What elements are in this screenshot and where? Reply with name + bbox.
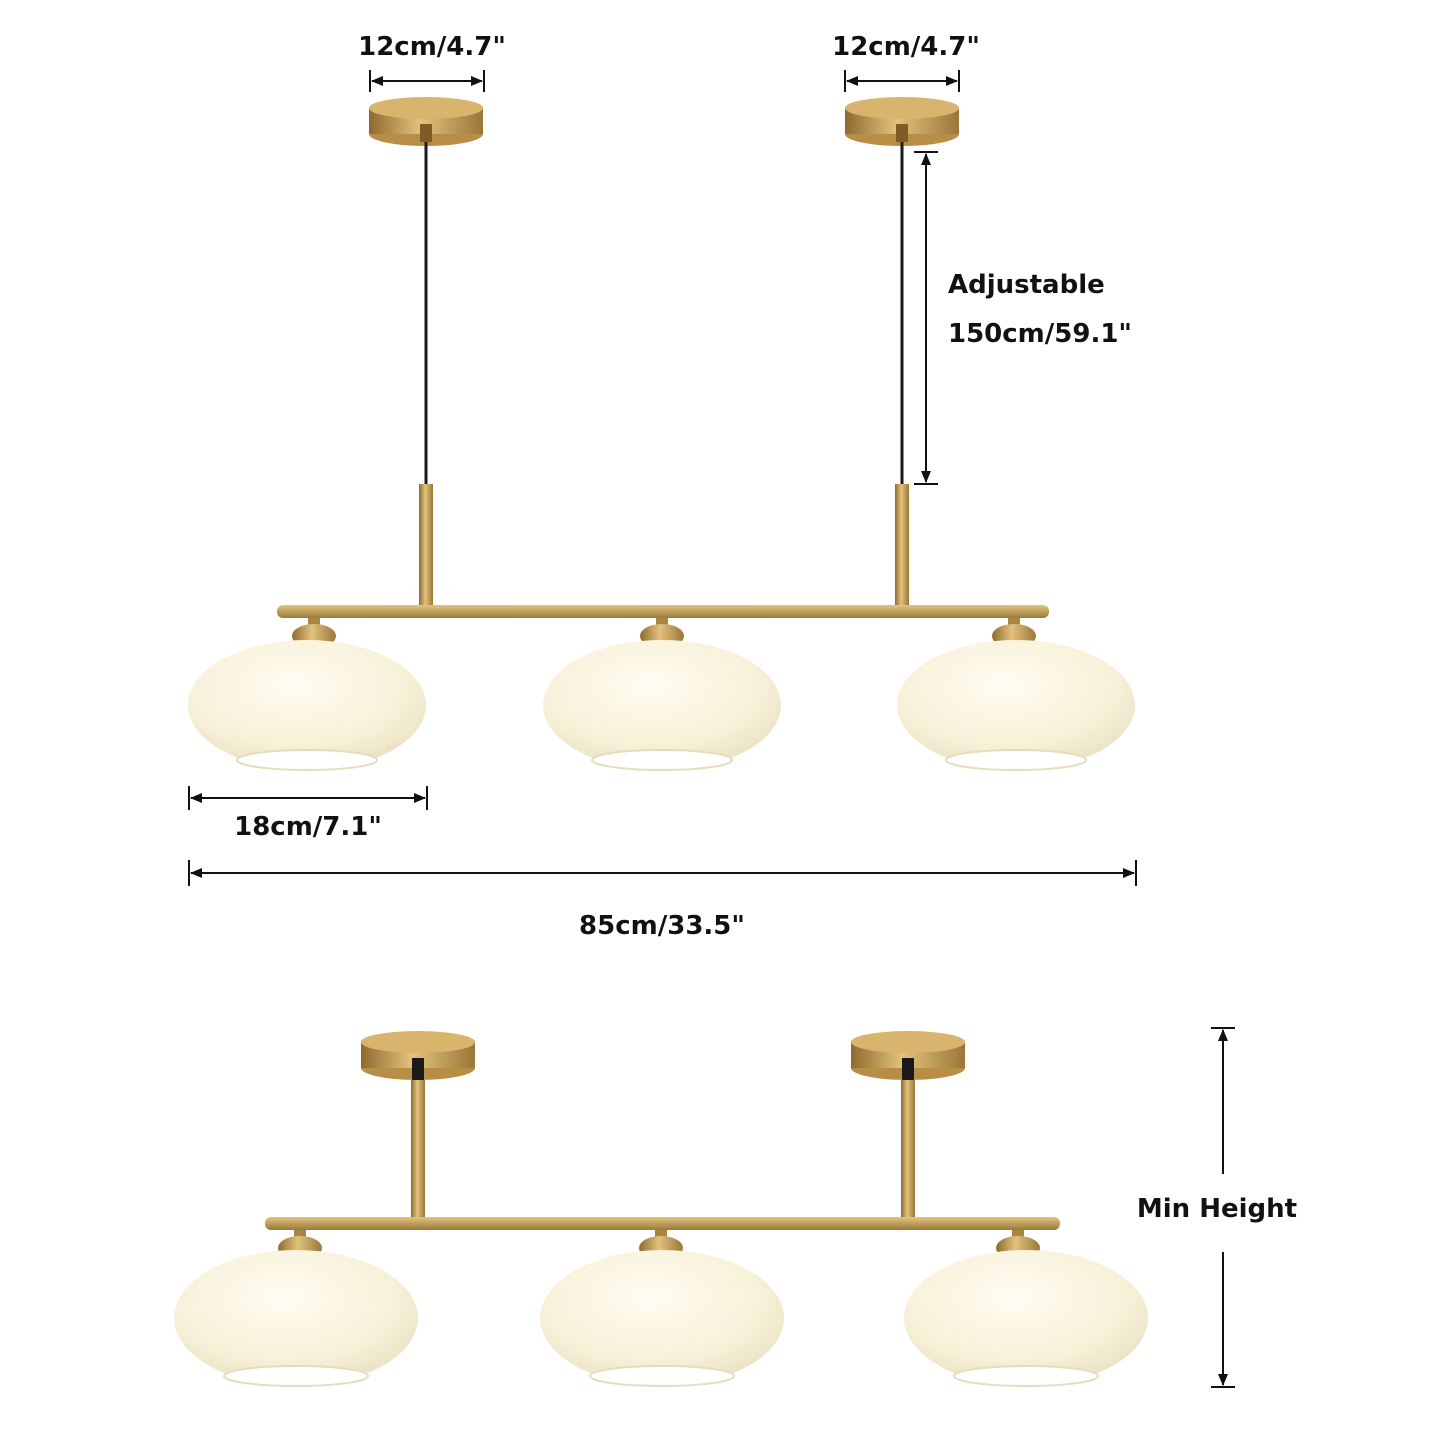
rod-left-min bbox=[411, 1080, 425, 1218]
canopy-left-min bbox=[361, 1031, 475, 1080]
rod-left bbox=[419, 484, 433, 606]
rod-right bbox=[895, 484, 909, 606]
glass-shade-2 bbox=[543, 640, 781, 771]
dimension-min-height bbox=[1211, 1027, 1235, 1388]
canopy-right-min bbox=[851, 1031, 965, 1080]
canopy-right bbox=[845, 97, 959, 146]
adjustable-title-label: Adjustable bbox=[948, 270, 1105, 300]
crossbar-min bbox=[265, 1217, 1060, 1230]
dimension-shade-width bbox=[188, 786, 428, 810]
glass-shade-min-3 bbox=[904, 1250, 1148, 1387]
canopy-left-width-label: 12cm/4.7" bbox=[358, 32, 506, 62]
glass-shade-1 bbox=[188, 640, 426, 771]
glass-shade-3 bbox=[897, 640, 1135, 771]
glass-shade-min-1 bbox=[174, 1250, 418, 1387]
adjustable-length-label: 150cm/59.1" bbox=[948, 319, 1132, 349]
rod-right-min bbox=[901, 1080, 915, 1218]
dimension-canopy-right bbox=[844, 70, 960, 92]
crossbar bbox=[277, 605, 1049, 618]
total-length-label: 85cm/33.5" bbox=[579, 911, 745, 941]
canopy-right-width-label: 12cm/4.7" bbox=[832, 32, 980, 62]
extended-fixture bbox=[188, 97, 1135, 771]
min-height-label: Min Height bbox=[1136, 1194, 1298, 1224]
shade-width-label: 18cm/7.1" bbox=[234, 812, 382, 842]
glass-shade-min-2 bbox=[540, 1250, 784, 1387]
min-height-fixture bbox=[174, 1031, 1148, 1387]
canopy-left bbox=[369, 97, 483, 146]
dimension-total-length bbox=[188, 860, 1137, 886]
dimension-canopy-left bbox=[369, 70, 485, 92]
dimension-adjustable-cable bbox=[914, 151, 938, 485]
